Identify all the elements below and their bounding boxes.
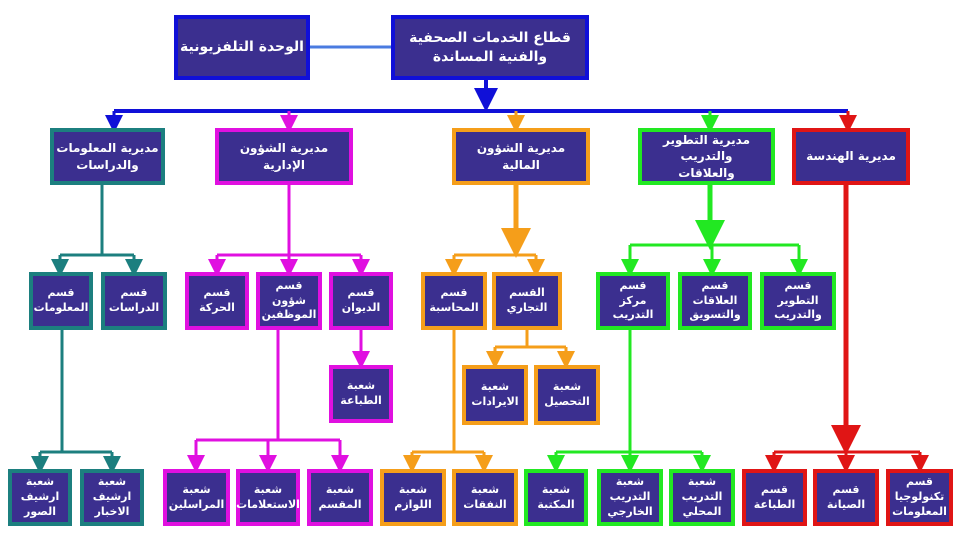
dept-studies-box: قسم الدراسات <box>101 272 167 330</box>
dept-commercial-box: القسم التجاري <box>492 272 562 330</box>
red-connectors <box>765 185 929 473</box>
engineering-directorate-box: مديرية الهندسة <box>792 128 910 185</box>
dept-accounting-box: قسم المحاسبة <box>421 272 487 330</box>
dept-dev-training-box: قسم التطوير والتدريب <box>760 272 836 330</box>
dept-information-box: قسم المعلومات <box>29 272 93 330</box>
section-external-training-box: شعبة التدريب الخارجي <box>597 469 663 526</box>
section-local-training-box: شعبة التدريب المحلي <box>669 469 735 526</box>
dept-maintenance-box: قسم الصيانة <box>813 469 879 526</box>
dept-printing-box: قسم الطباعة <box>742 469 807 526</box>
admin-directorate-box: مديرية الشؤون الإدارية <box>215 128 353 185</box>
info-directorate-box: مديرية المعلومات والدراسات <box>50 128 165 185</box>
dept-relations-box: قسم العلاقات والتسويق <box>678 272 752 330</box>
section-revenue-box: شعبة الايرادات <box>462 365 528 425</box>
finance-directorate-box: مديرية الشؤون المالية <box>452 128 590 185</box>
dept-diwan-box: قسم الديوان <box>329 272 393 330</box>
section-inquiries-box: شعبة الاستعلامات <box>236 469 300 526</box>
section-expenses-box: شعبة النفقات <box>452 469 518 526</box>
dept-it-box: قسم تكنولوجيا المعلومات <box>886 469 953 526</box>
section-supplies-box: شعبة اللوازم <box>380 469 446 526</box>
dept-movement-box: قسم الحركة <box>185 272 249 330</box>
teal-connectors <box>31 185 143 474</box>
magenta-connectors <box>187 185 370 473</box>
section-printing-box: شعبة الطباعة <box>329 365 393 423</box>
dept-staff-affairs-box: قسم شؤون الموظفين <box>256 272 322 330</box>
tv-unit-box: الوحدة التلفزيونية <box>174 15 310 80</box>
green-connectors <box>547 185 808 473</box>
development-directorate-box: مديرية التطوير والتدريب والعلاقات <box>638 128 775 185</box>
section-archive-news-box: شعبة ارشيف الاخبار <box>80 469 144 526</box>
orange-connectors <box>403 185 575 473</box>
section-correspondents-box: شعبة المراسلين <box>163 469 230 526</box>
section-library-box: شعبة المكتبة <box>524 469 588 526</box>
section-collection-box: شعبة التحصيل <box>534 365 600 425</box>
section-switchboard-box: شعبة المقسم <box>307 469 373 526</box>
sector-box: قطاع الخدمات الصحفية والفنية المساندة <box>391 15 589 80</box>
dept-training-center-box: قسم مركز التدريب <box>596 272 670 330</box>
section-archive-photos-box: شعبة ارشيف الصور <box>8 469 72 526</box>
